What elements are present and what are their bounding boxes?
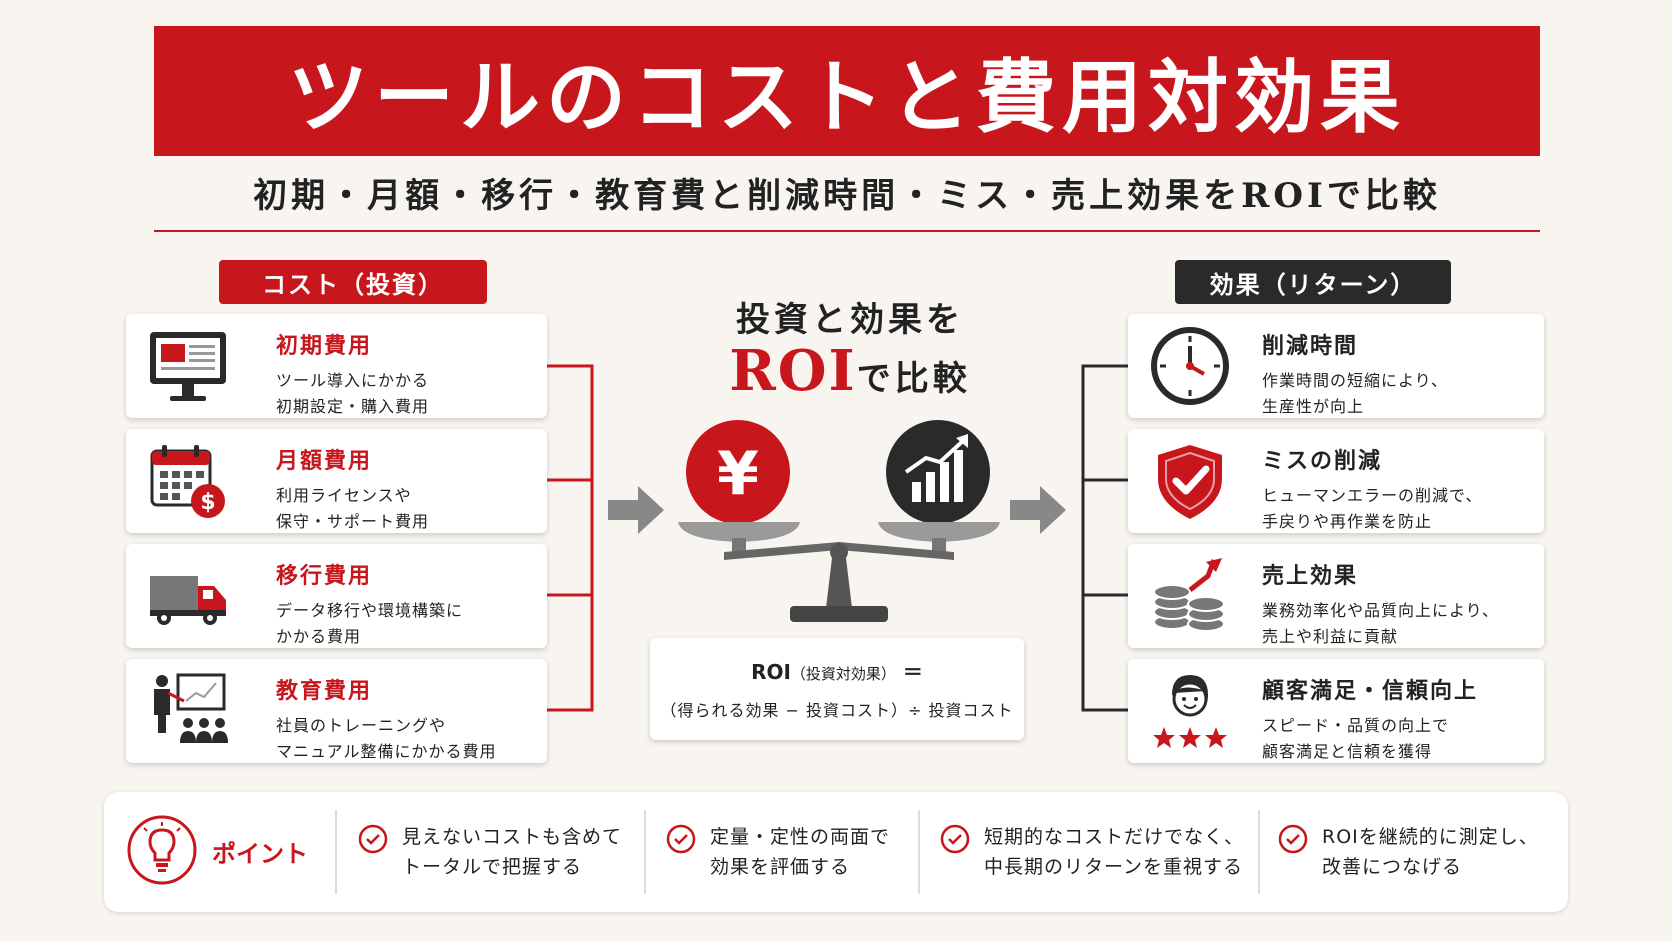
truck-icon: [150, 576, 226, 625]
effect-card-desc-line: 手戻りや再作業を防止: [1262, 512, 1433, 531]
cost-card-initial: 初期費用 ツール導入にかかる 初期設定・購入費用: [126, 314, 547, 418]
roi-formula-box: ROI（投資対効果） ＝ （得られる効果 − 投資コスト）÷ 投資コスト: [650, 638, 1024, 740]
effect-card-desc-line: スピード・品質の向上で: [1262, 716, 1450, 735]
monitor-icon: [150, 332, 226, 401]
point-item: ROIを継続的に測定し、 改善につなげる: [1278, 822, 1539, 882]
customer-stars-icon: [1153, 675, 1227, 748]
arrow-right-icon: [1010, 486, 1066, 534]
clock-icon: [1151, 327, 1229, 405]
point-item: 定量・定性の両面で 効果を評価する: [666, 822, 890, 882]
effect-card-desc-line: 業務効率化や品質向上により、: [1262, 601, 1500, 620]
check-circle-icon: [358, 824, 388, 854]
point-text-line: 定量・定性の両面で: [710, 826, 891, 848]
effect-card-desc-line: 売上や利益に貢献: [1262, 627, 1399, 646]
cost-card-monthly: $ 月額費用 利用ライセンスや 保守・サポート費用: [126, 429, 547, 533]
effect-card-desc-line: 顧客満足と信頼を獲得: [1262, 742, 1433, 761]
cost-bracket: [547, 364, 594, 712]
points-separator: [918, 810, 920, 894]
check-circle-icon: [940, 824, 970, 854]
formula-expression: （得られる効果 − 投資コスト）÷ 投資コスト: [660, 701, 1014, 720]
cost-card-migration: 移行費用 データ移行や環境構築に かかる費用: [126, 544, 547, 648]
formula-roi: ROI: [751, 660, 791, 684]
title-divider: [154, 230, 1540, 232]
effect-card-desc-line: 作業時間の短縮により、: [1262, 371, 1449, 390]
effect-card-desc-line: ヒューマンエラーの削減で、: [1262, 486, 1483, 505]
center-heading: 投資と効果を: [736, 300, 964, 340]
check-circle-icon: [666, 824, 696, 854]
points-separator: [644, 810, 646, 894]
point-text-line: 見えないコストも含めて: [402, 826, 623, 848]
cost-card-title: 移行費用: [276, 564, 373, 589]
point-text-line: トータルで把握する: [402, 856, 583, 878]
point-text-line: ROIを継続的に測定し、: [1322, 826, 1539, 848]
effect-card-time: 削減時間 作業時間の短縮により、 生産性が向上: [1128, 314, 1544, 418]
svg-text:$: $: [200, 490, 215, 515]
cost-card-desc-line: 社員のトレーニングや: [276, 716, 447, 735]
effect-section-label: 効果（リターン）: [1175, 260, 1451, 304]
effect-card-satisfaction: 顧客満足・信頼向上 スピード・品質の向上で 顧客満足と信頼を獲得: [1128, 659, 1544, 763]
effect-card-sales: 売上効果 業務効率化や品質向上により、 売上や利益に貢献: [1128, 544, 1544, 648]
cost-card-title: 教育費用: [276, 679, 373, 704]
coins-growth-icon: [1153, 558, 1225, 632]
effect-bracket: [1081, 364, 1128, 712]
effect-card-title: 売上効果: [1262, 564, 1359, 589]
effect-card-title: 削減時間: [1262, 334, 1359, 359]
points-separator: [1258, 810, 1260, 894]
cost-card-desc-line: ツール導入にかかる: [276, 371, 430, 390]
cost-card-desc-line: 保守・サポート費用: [276, 512, 430, 531]
calendar-dollar-icon: $: [150, 445, 225, 518]
balance-scale-icon: ¥: [678, 420, 1000, 622]
cost-card-desc-line: かかる費用: [276, 627, 362, 646]
cost-card-desc-line: データ移行や環境構築に: [276, 601, 464, 620]
points-separator: [335, 810, 337, 894]
cost-card-training: 教育費用 社員のトレーニングや マニュアル整備にかかる費用: [126, 659, 547, 763]
point-text-line: 短期的なコストだけでなく、: [984, 826, 1245, 848]
lightbulb-icon: [127, 815, 197, 885]
effect-card-title: ミスの削減: [1262, 449, 1383, 474]
cost-card-title: 初期費用: [276, 334, 373, 359]
roi-emphasis: ROI: [729, 338, 857, 404]
center-heading-roi: ROIで比較: [690, 338, 1010, 404]
cost-section-label: コスト（投資）: [219, 260, 487, 304]
cost-card-desc-line: マニュアル整備にかかる費用: [276, 742, 497, 761]
center-heading-suffix: で比較: [856, 359, 971, 399]
cost-card-desc-line: 初期設定・購入費用: [276, 397, 430, 416]
cost-card-title: 月額費用: [276, 449, 373, 474]
point-text-line: 中長期のリターンを重視する: [984, 856, 1244, 878]
shield-check-icon: [1158, 445, 1222, 519]
training-icon: [154, 673, 228, 743]
title-bar: ツールのコストと費用対効果: [154, 26, 1540, 156]
effect-card-errors: ミスの削減 ヒューマンエラーの削減で、 手戻りや再作業を防止: [1128, 429, 1544, 533]
effect-card-desc-line: 生産性が向上: [1262, 397, 1365, 416]
points-bar: ポイント 見えないコストも含めて トータルで把握する 定量・定性の両面で 効果を…: [104, 792, 1568, 912]
arrow-right-icon: [608, 486, 664, 534]
points-label: ポイント: [212, 840, 308, 868]
formula-paren: （投資対効果）: [790, 665, 896, 683]
point-item: 短期的なコストだけでなく、 中長期のリターンを重視する: [940, 822, 1244, 882]
yen-symbol: ¥: [717, 439, 759, 509]
cost-card-desc-line: 利用ライセンスや: [276, 486, 412, 505]
point-item: 見えないコストも含めて トータルで把握する: [358, 822, 622, 882]
point-text-line: 効果を評価する: [710, 856, 851, 878]
point-text-line: 改善につなげる: [1322, 856, 1463, 878]
formula-equals: ＝: [902, 660, 923, 684]
page-subtitle: 初期・月額・移行・教育費と削減時間・ミス・売上効果をROIで比較: [253, 176, 1441, 216]
page-title: ツールのコストと費用対効果: [288, 50, 1406, 144]
effect-card-title: 顧客満足・信頼向上: [1262, 679, 1479, 704]
check-circle-icon: [1278, 824, 1308, 854]
